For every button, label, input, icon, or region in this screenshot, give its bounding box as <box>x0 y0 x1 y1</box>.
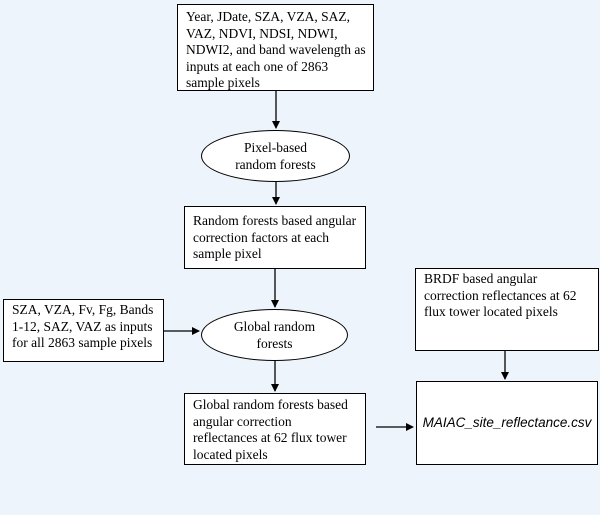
brdf-box: BRDF based angular correction reflectanc… <box>415 268 599 351</box>
correction-factors-box: Random forests based angular correction … <box>184 206 366 269</box>
global-inputs-box: SZA, VZA, Fv, Fg, Bands 1-12, SAZ, VAZ a… <box>3 299 164 362</box>
maiac-file-box: MAIAC_site_reflectance.csv <box>416 381 598 465</box>
inputs-box: Year, JDate, SZA, VZA, SAZ, VAZ, NDVI, N… <box>177 4 374 91</box>
pixel-based-rf-node: Pixel-based random forests <box>201 130 350 182</box>
global-output-box: Global random forests based angular corr… <box>184 393 366 465</box>
global-rf-node: Global random forests <box>201 309 348 361</box>
